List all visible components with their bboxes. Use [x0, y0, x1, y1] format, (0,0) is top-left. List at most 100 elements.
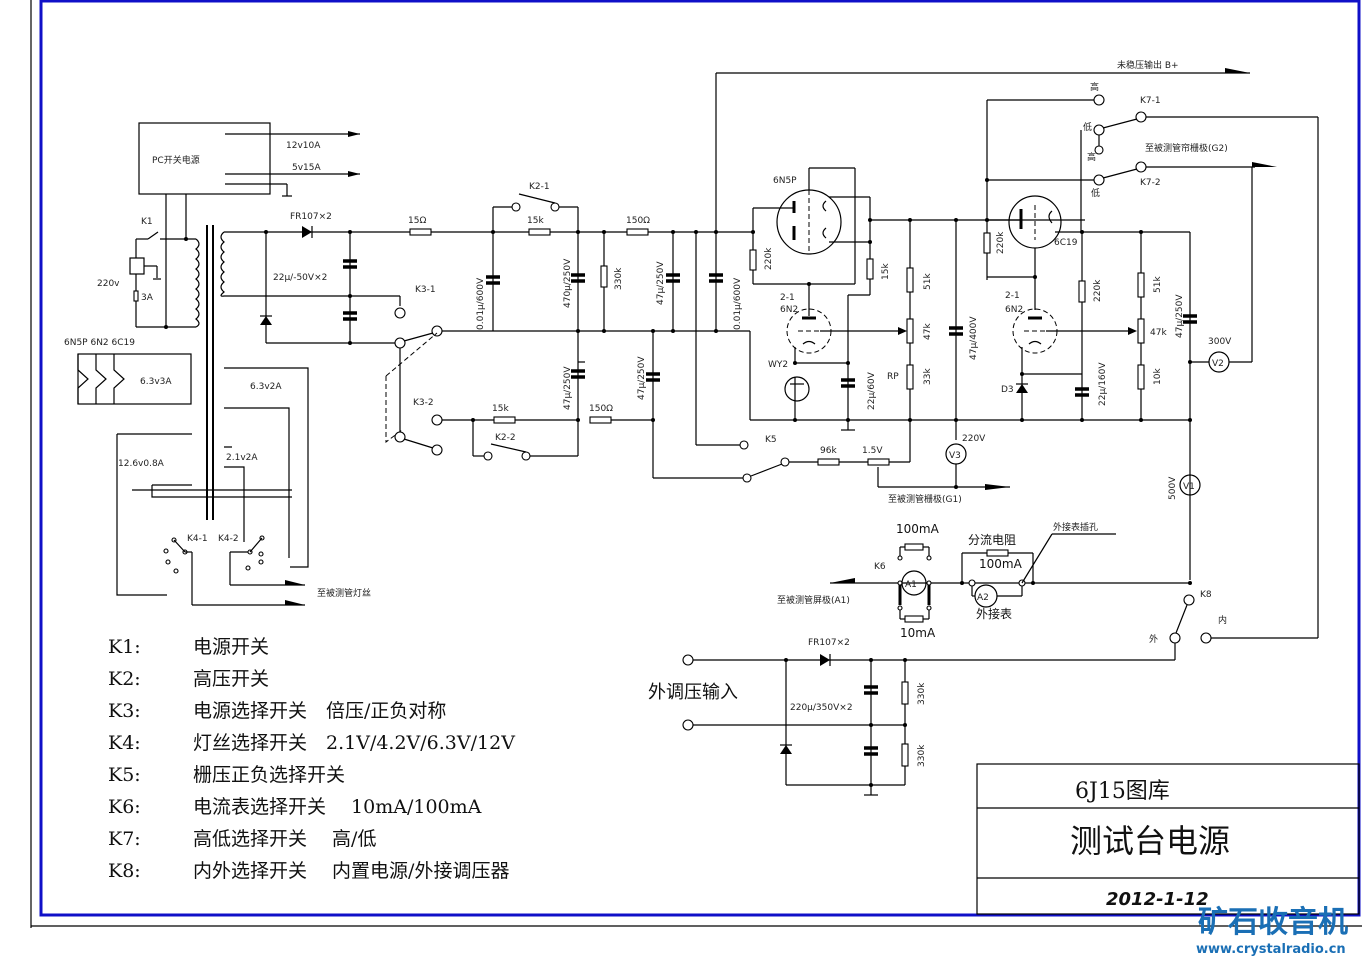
filament-output-label: 至被测管灯丝	[317, 587, 371, 599]
r96k-label: 96k	[820, 446, 837, 456]
k3-2-terminal[interactable]	[394, 431, 406, 443]
tube-6n5p-label: 6N5P	[773, 176, 797, 186]
watermark: 矿石收音机 www.crystalradio.cn	[1196, 905, 1348, 957]
potentiometer-1-5v[interactable]	[867, 458, 890, 466]
legend-desc: 灯丝选择开关 2.1V/4.2V/6.3V/12V	[193, 732, 515, 754]
shunt-label: 分流电阻	[968, 533, 1016, 547]
legend-desc: 电流表选择开关 10mA/100mA	[193, 796, 482, 818]
r15-label: 15Ω	[408, 216, 426, 226]
k1-label: K1	[141, 217, 153, 227]
watermark-url: www.crystalradio.cn	[1196, 942, 1346, 957]
legend-desc: 高低选择开关 高/低	[193, 828, 376, 850]
library-label: 6J15图库	[1075, 779, 1170, 804]
resistor-15-ohm	[409, 228, 432, 236]
fuse-label: 3A	[141, 293, 154, 303]
k8-switch[interactable]	[1175, 604, 1188, 634]
voltmeter-v1	[1179, 474, 1201, 496]
ext-input-terminal-1[interactable]	[682, 654, 694, 666]
k2-1-switch[interactable]	[518, 193, 556, 204]
switch-legend: K1: 电源开关 K2: 高压开关 K3: 电源选择开关 倍压/正负对称 K4:…	[108, 636, 515, 882]
diode-fr107	[302, 226, 312, 238]
out-5v-label: 5v15A	[292, 163, 322, 173]
legend-key: K2:	[108, 668, 141, 690]
filament-tubes-label: 6N5P 6N2 6C19	[64, 338, 135, 348]
tube-6c19-label: 6C19	[1054, 238, 1078, 248]
v2-text: V2	[1212, 359, 1224, 369]
k7-2-low-label: 低	[1091, 187, 1100, 199]
k2-2-switch[interactable]	[490, 443, 527, 453]
fil-63-3a-label: 6.3v3A	[140, 377, 172, 387]
tube-6n2-a-label: 6N2	[780, 305, 798, 315]
regulator-g2: 高 K7-1 低 高 至被测管帘栅极(G2) 低 K7-2 6C19 220k	[905, 81, 1319, 661]
k1-switch[interactable]	[147, 231, 159, 240]
resistor-33k	[906, 364, 914, 390]
k5-label: K5	[765, 435, 777, 445]
cap-doubler-label: 22μ/-50V×2	[273, 273, 327, 283]
legend-key: K8:	[108, 860, 141, 882]
c47-400-label: 47μ/400V	[969, 316, 979, 360]
r220k-b-label: 220k	[996, 231, 1006, 254]
tube-6n2-a-half-label: 2-1	[780, 293, 795, 303]
mains-socket	[129, 257, 145, 275]
k7-2-high-label: 高	[1087, 151, 1096, 163]
c22-a-label: 22μ/60V	[867, 371, 877, 410]
potentiometer-47k-b[interactable]	[1137, 318, 1145, 344]
r15k-a-label: 15k	[527, 216, 544, 226]
k7-1-label: K7-1	[1140, 96, 1161, 106]
a2-text: A2	[977, 593, 989, 603]
r15k-b-label: 15k	[492, 404, 509, 414]
fil-63-2a-label: 6.3v2A	[250, 382, 282, 392]
filament-section: 6N5P 6N2 6C19 6.3v3A 6.3v2A 12.6v0.8A 2.…	[64, 338, 371, 606]
resistor-15k-b	[493, 416, 516, 424]
resistor-51k-a	[906, 267, 914, 293]
v2-range-label: 300V	[1208, 337, 1232, 347]
k7-1-high-label: 高	[1090, 81, 1099, 93]
diode-bottom-label: FR107×2	[808, 638, 850, 648]
r150-b-label: 150Ω	[589, 404, 613, 414]
cap-bottom-label: 220μ/350V×2	[790, 703, 853, 713]
v3-range-label: 220V	[962, 434, 986, 444]
ext-input-terminal-2[interactable]	[682, 719, 694, 731]
diode-top-label: FR107×2	[290, 212, 332, 222]
k7-1-low-label: 低	[1083, 121, 1092, 133]
voltage-doubler: FR107×2 22μ/-50V×2 15Ω K3-1 K3-2	[220, 212, 716, 456]
b-plus-label: 未稳压输出 B+	[1117, 59, 1179, 71]
k7-2-switch[interactable]	[1102, 168, 1138, 179]
k8-common-terminal[interactable]	[1183, 594, 1195, 606]
k5-switch[interactable]	[750, 463, 783, 477]
k6-label: K6	[874, 562, 886, 572]
c47-c-label: 47μ/250V	[637, 356, 647, 400]
resistor-220k-b	[983, 232, 991, 254]
k7-1-high-terminal[interactable]	[1093, 94, 1105, 106]
resistor-220k-c	[1078, 280, 1086, 303]
drawing-title: 测试台电源	[1070, 822, 1230, 860]
legend-key: K5:	[108, 764, 141, 786]
ext-meter-label: 外接表	[976, 606, 1012, 621]
k3-1-terminal[interactable]	[394, 307, 406, 319]
drawing-border	[39, 0, 1361, 917]
drawing-date: 2012-1-12	[1106, 889, 1209, 910]
pot-label: 1.5V	[862, 446, 883, 456]
g1-arrow	[985, 484, 1010, 490]
ammeter-a1	[901, 570, 927, 596]
resistor-15k-a	[528, 228, 551, 236]
r150-a-label: 150Ω	[626, 216, 650, 226]
resistor-10k	[1137, 364, 1145, 390]
r10k-label: 10k	[1153, 368, 1163, 385]
r47k-b-label: 47k	[1150, 328, 1167, 338]
ammeter-section: 至被测管屏极(A1) K6 100mA A1 10mA 分流电阻 100mA	[777, 521, 1190, 640]
watermark-name: 矿石收音机	[1198, 905, 1348, 940]
k3-1-switch[interactable]	[403, 332, 434, 342]
legend-key: K1:	[108, 636, 141, 658]
resistor-330k-a	[600, 265, 608, 288]
resistor-150-ohm-b	[589, 416, 612, 424]
fuse	[133, 290, 139, 302]
resistor-220k-a	[749, 249, 757, 271]
potentiometer-47k-a[interactable]	[906, 318, 914, 344]
k7-1-switch[interactable]	[1102, 118, 1138, 129]
fil-21-label: 2.1v2A	[226, 453, 258, 463]
d3-label: D3	[1001, 385, 1014, 395]
k4-1-label: K4-1	[187, 534, 208, 544]
r33k-label: 33k	[923, 368, 933, 385]
pc-psu-label: PC开关电源	[152, 154, 200, 166]
